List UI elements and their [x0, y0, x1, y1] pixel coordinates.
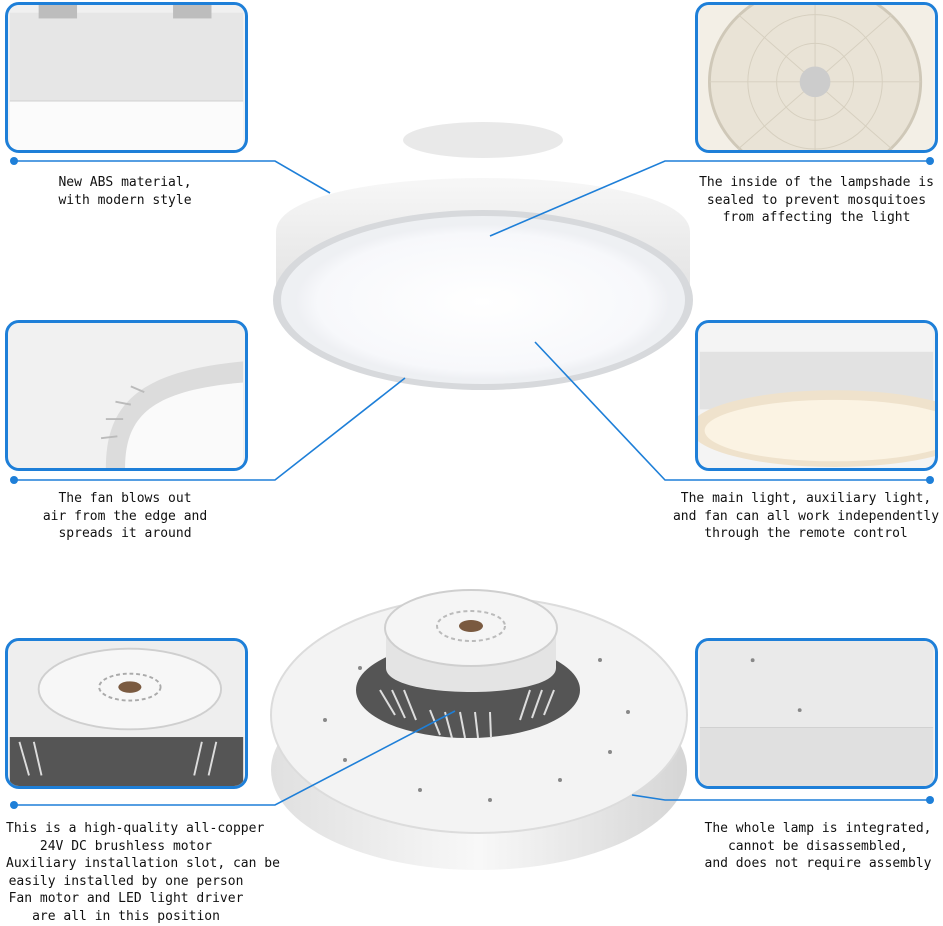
inset-lampshade	[695, 2, 938, 153]
caption-line: from affecting the light	[722, 210, 911, 226]
caption-line: and does not require assembly	[704, 856, 932, 872]
caption-motor: This is a high-quality all-copper 24V DC…	[6, 820, 280, 926]
caption-line: easily installed by one person	[8, 873, 244, 889]
caption-line: This is a high-quality all-copper	[6, 821, 265, 836]
caption-line: The whole lamp is integrated,	[704, 821, 932, 836]
caption-line: The fan blows out	[58, 491, 192, 506]
inset-motor	[5, 638, 248, 789]
caption-line: through the remote control	[704, 526, 908, 542]
caption-line: 24V DC brushless motor	[39, 838, 213, 854]
caption-lampshade-sealed: The inside of the lampshade is sealed to…	[695, 174, 938, 227]
caption-line: spreads it around	[58, 526, 192, 542]
caption-line: and fan can all work independently	[672, 508, 940, 524]
caption-line: cannot be disassembled,	[727, 838, 908, 854]
caption-line: New ABS material,	[58, 175, 192, 190]
inset-fan-edge	[5, 320, 248, 471]
inset-light-warm	[695, 320, 938, 471]
caption-line: The inside of the lampshade is	[699, 175, 934, 190]
caption-fan-edge: The fan blows out air from the edge and …	[30, 490, 220, 543]
caption-line: Auxiliary installation slot, can be	[6, 856, 280, 872]
caption-line: The main light, auxiliary light,	[680, 491, 932, 506]
caption-line: with modern style	[58, 192, 192, 208]
caption-abs-material: New ABS material, with modern style	[30, 174, 220, 209]
inset-integrated	[695, 638, 938, 789]
lamp-back-view	[270, 589, 688, 870]
caption-independent-control: The main light, auxiliary light, and fan…	[672, 490, 940, 543]
caption-integrated: The whole lamp is integrated, cannot be …	[698, 820, 938, 873]
caption-line: sealed to prevent mosquitoes	[706, 192, 927, 208]
lamp-front-view	[273, 122, 693, 390]
inset-abs-material	[5, 2, 248, 153]
caption-line: air from the edge and	[42, 508, 208, 524]
caption-line: are all in this position	[32, 908, 220, 924]
caption-line: Fan motor and LED light driver	[8, 891, 244, 907]
